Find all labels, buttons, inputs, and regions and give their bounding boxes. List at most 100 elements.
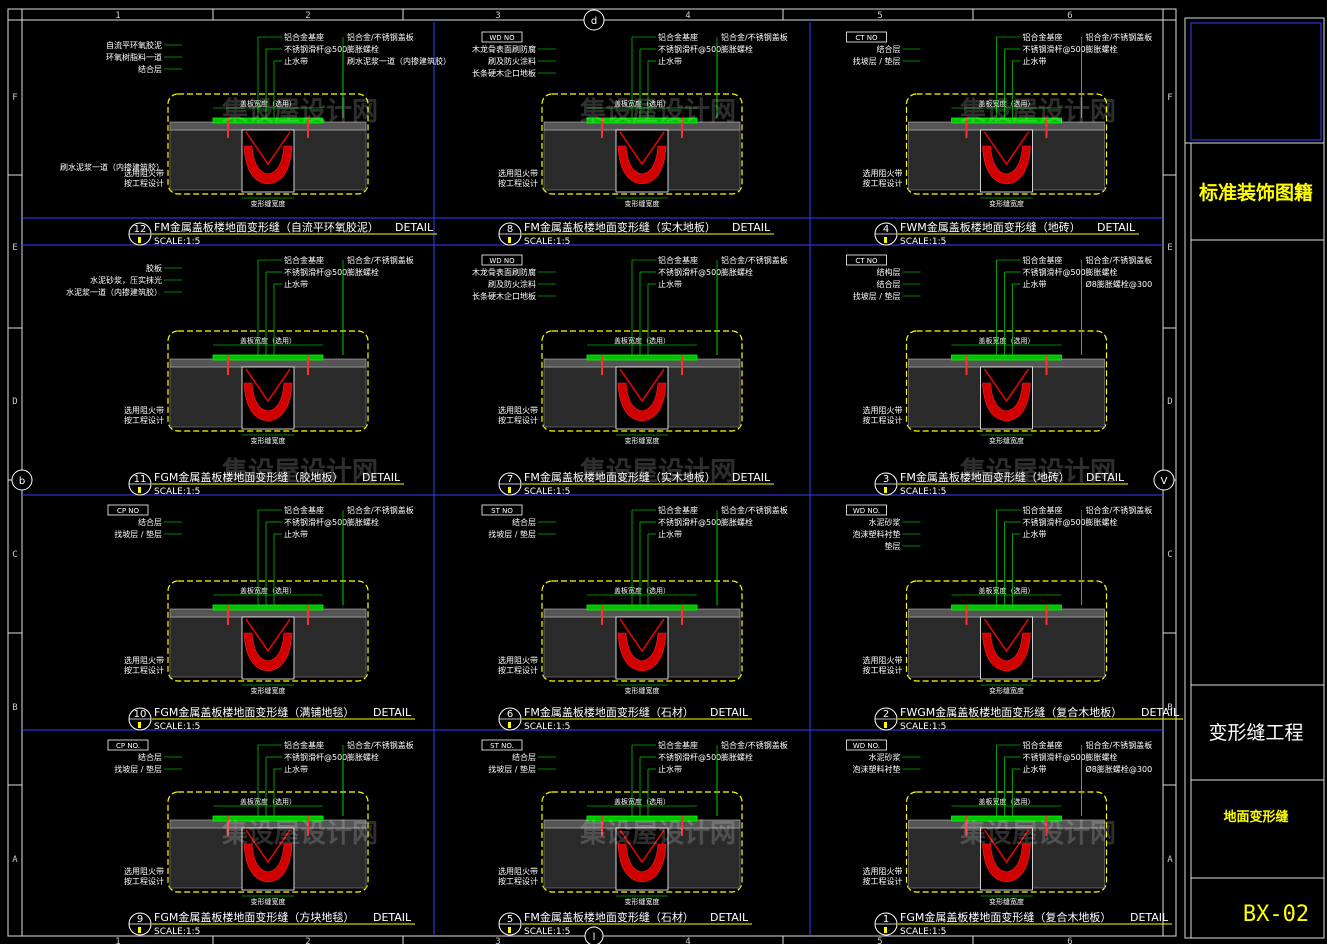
detail-outline	[167, 791, 369, 893]
leader-label: 止水带	[284, 529, 308, 539]
cover-width-label: 盖板宽度（选用）	[979, 586, 1035, 595]
leader-label: 膨胀螺栓	[1086, 517, 1118, 527]
layer-label: 结合层	[138, 752, 162, 762]
cover-width-label: 盖板宽度（选用）	[979, 797, 1035, 806]
waterstop-belt	[243, 632, 293, 672]
detail-suffix: DETAIL	[362, 471, 401, 484]
fire-belt	[983, 131, 1030, 166]
grid-col-bottom-6: 6	[1067, 937, 1072, 944]
by-design-label: 按工程设计	[124, 415, 164, 425]
leader-label: 不锈钢滑杆@500	[658, 267, 721, 277]
cover-width-label: 盖板宽度（选用）	[614, 586, 670, 595]
waterstop-belt	[243, 145, 293, 185]
cover-plate	[951, 117, 1062, 124]
joint-width-label: 变形缝宽度	[251, 199, 286, 208]
detail-scale: SCALE:1:5	[900, 722, 946, 732]
leader-label: 铝合金基座	[1023, 255, 1063, 265]
detail-title: FWGM金属盖板楼地面变形缝（复合木地板）	[900, 705, 1122, 719]
axis-marker-l	[584, 926, 604, 944]
logo-box	[1190, 22, 1322, 141]
layer-label: 找坡层 / 垫层	[853, 291, 901, 301]
by-design-label: 按工程设计	[863, 415, 903, 425]
material-tag	[846, 31, 887, 43]
layer-label: 垫层	[885, 541, 901, 551]
detail-number: 7	[507, 474, 513, 485]
cover-width-label: 盖板宽度（选用）	[240, 99, 296, 108]
joint-width-label: 变形缝宽度	[625, 686, 660, 695]
detail-scale: SCALE:1:5	[900, 237, 946, 247]
layer-label: 找坡层 / 垫层	[114, 764, 162, 774]
layer-label: 结合层	[138, 517, 162, 527]
grid-col-bottom-5: 5	[877, 937, 882, 944]
waterstop-belt	[982, 382, 1031, 422]
detail-panels: 盖板宽度（选用）变形缝宽度铝合金基座不锈钢滑杆@500止水带铝合金/不锈钢盖板膨…	[60, 31, 1183, 937]
layer-label: 水泥砂浆	[869, 517, 901, 527]
leader-label: 不锈钢滑杆@500	[1023, 44, 1086, 54]
layer-label: 结合层	[512, 752, 536, 762]
leader-label: 铝合金/不锈钢盖板	[1086, 32, 1153, 42]
leader-label: 膨胀螺栓	[347, 752, 379, 762]
material-tag	[107, 739, 149, 751]
leader-label: 不锈钢滑杆@500	[658, 752, 721, 762]
cover-plate	[951, 604, 1062, 611]
cover-plate	[212, 354, 324, 361]
watermark-text: 集设屋设计网	[221, 818, 378, 849]
material-tag-text: CT NO	[855, 34, 878, 42]
leader-label: 膨胀螺栓	[721, 44, 753, 54]
waterstop-belt	[243, 382, 293, 422]
material-tag	[846, 254, 887, 266]
project-name: 变形缝工程	[1208, 722, 1303, 744]
leader-label: 铝合金/不锈钢盖板	[347, 505, 414, 515]
cover-width-label: 盖板宽度（选用）	[240, 797, 296, 806]
detail-panel-3: 盖板宽度（选用）变形缝宽度铝合金基座不锈钢滑杆@500止水带铝合金/不锈钢盖板膨…	[846, 254, 1152, 497]
detail-title: FM金属盖板楼地面变形缝（实木地板）	[524, 470, 716, 484]
joint-width-label: 变形缝宽度	[989, 686, 1024, 695]
detail-panel-2: 盖板宽度（选用）变形缝宽度铝合金基座不锈钢滑杆@500止水带铝合金/不锈钢盖板膨…	[846, 504, 1183, 732]
fire-belt-label: 选用阻火带	[124, 866, 164, 876]
waterstop-belt	[982, 632, 1031, 672]
leader-label-extra: Ø8膨胀螺栓@300	[1086, 764, 1153, 774]
by-design-label: 按工程设计	[863, 876, 903, 886]
leader-label: 膨胀螺栓	[721, 267, 753, 277]
grid-col-top-5: 5	[877, 11, 882, 21]
layer-label: 水泥砂浆	[869, 752, 901, 762]
detail-number: 9	[137, 914, 143, 925]
leader-label: 铝合金基座	[1023, 740, 1063, 750]
cover-plate	[951, 815, 1062, 822]
cover-plate	[586, 354, 698, 361]
joint-width-label: 变形缝宽度	[989, 897, 1024, 906]
material-tag-text: CP NO.	[116, 742, 140, 750]
fire-belt	[983, 618, 1030, 653]
leader-label: 不锈钢滑杆@500	[284, 44, 347, 54]
grid-row-right-B: B	[1167, 703, 1172, 713]
detail-title: FM金属盖板楼地面变形缝（实木地板）	[524, 220, 716, 234]
material-tag-text: CT NO	[855, 257, 878, 265]
leader-label: 铝合金/不锈钢盖板	[1086, 740, 1153, 750]
detail-suffix: DETAIL	[710, 706, 749, 719]
fire-belt-label: 选用阻火带	[124, 655, 164, 665]
waterstop-belt	[617, 145, 667, 185]
by-design-label: 按工程设计	[498, 665, 538, 675]
layer-label: 木龙骨表面刷防腐	[472, 44, 536, 54]
detail-scale: SCALE:1:5	[524, 237, 570, 247]
layer-label: 环氧树脂料一道	[106, 52, 162, 62]
axis-markers: d b V l	[11, 9, 1175, 944]
watermark-text: 集设屋设计网	[221, 96, 378, 127]
leader-label: 铝合金基座	[284, 740, 324, 750]
watermarks: 集设屋设计网集设屋设计网集设屋设计网集设屋设计网集设屋设计网集设屋设计网集设屋设…	[221, 96, 1116, 849]
leader-label: 膨胀螺栓	[721, 752, 753, 762]
grid-row-right-F: F	[1167, 93, 1172, 103]
cover-plate	[586, 604, 698, 611]
detail-title: FGM金属盖板楼地面变形缝（复合木地板）	[900, 910, 1111, 924]
layer-label: 结构层	[877, 267, 901, 277]
detail-title: FM金属盖板楼地面变形缝（自流平环氧胶泥）	[154, 220, 379, 234]
detail-outline	[541, 791, 743, 893]
grid-row-left-D: D	[12, 397, 17, 407]
grid-col-top-2: 2	[305, 11, 310, 21]
fire-belt	[983, 829, 1030, 864]
grid-col-top-1: 1	[115, 11, 120, 21]
joint-width-label: 变形缝宽度	[251, 897, 286, 906]
watermark-text: 集设屋设计网	[959, 456, 1116, 487]
fire-belt-label: 选用阻火带	[863, 655, 903, 665]
detail-title: FM金属盖板楼地面变形缝（地砖）	[900, 470, 1070, 484]
